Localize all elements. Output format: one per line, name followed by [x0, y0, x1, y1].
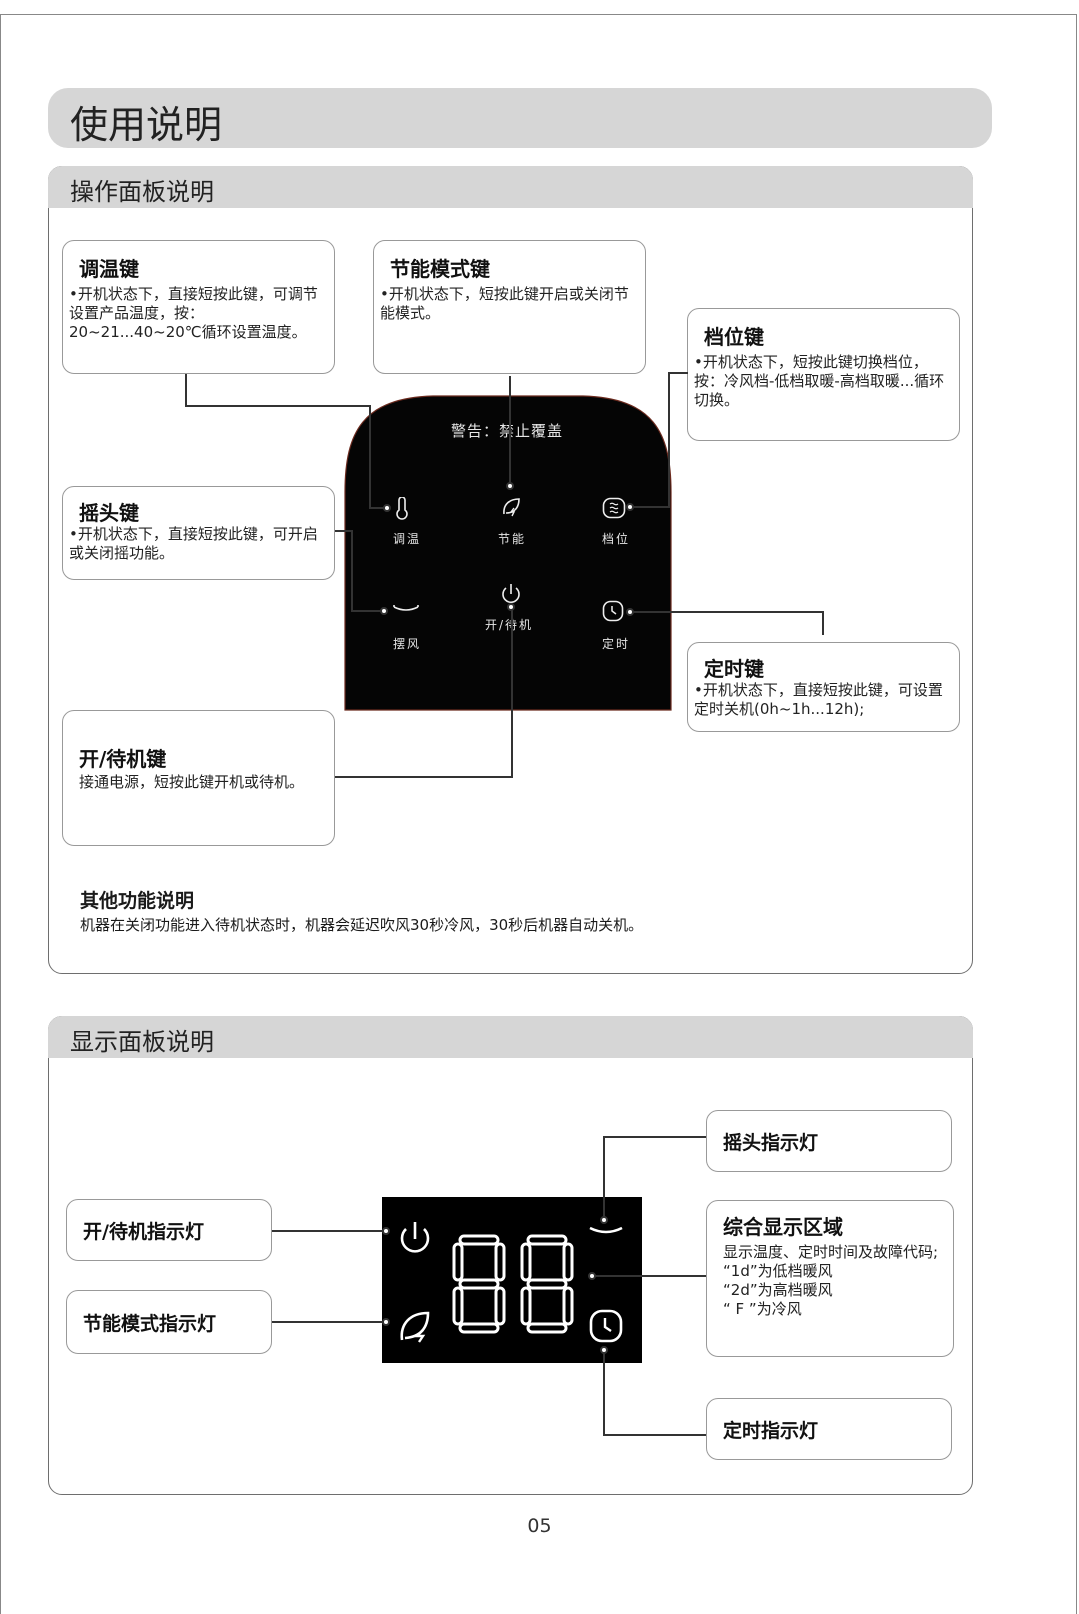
- timer-key-desc: •开机状态下，直接短按此键，可设置定时关机(0h~1h...12h);: [694, 681, 943, 718]
- seven-segment-digits: [452, 1234, 574, 1334]
- eco-button-label: 节能: [498, 532, 527, 546]
- power-icon[interactable]: [500, 582, 522, 606]
- power-key-callout: 开/待机键 接通电源，短按此键开机或待机。: [62, 710, 335, 846]
- connector-line: [632, 611, 824, 613]
- other-functions-text: 机器在关闭功能进入待机状态时，机器会延迟吹风30秒冷风，30秒后机器自动关机。: [80, 916, 644, 934]
- connector-line: [351, 610, 385, 612]
- connector-line: [668, 372, 670, 508]
- swing-indicator-icon: [589, 1226, 623, 1234]
- connector-dot: [382, 1318, 390, 1326]
- timer-key-callout: 定时键 •开机状态下，直接短按此键，可设置定时关机(0h~1h...12h);: [687, 642, 960, 732]
- connector-dot: [382, 1227, 390, 1235]
- eco-light-label: 节能模式指示灯: [83, 1312, 217, 1335]
- display-area-callout: 综合显示区域 显示温度、定时时间及故障代码; “1d”为低档暖风 “2d”为高档…: [706, 1200, 954, 1357]
- display-panel-section: 显示面板说明: [48, 1016, 973, 1495]
- connector-line: [822, 611, 824, 635]
- clock-icon[interactable]: [602, 600, 624, 622]
- connector-line: [335, 776, 513, 778]
- display-area-line: “1d”为低档暖风: [723, 1262, 833, 1280]
- operation-panel-header: 操作面板说明: [48, 166, 973, 208]
- connector-line: [603, 1434, 706, 1436]
- connector-line: [509, 376, 511, 486]
- operation-panel-section: 操作面板说明: [48, 166, 973, 974]
- connector-line: [668, 372, 688, 374]
- page-title-bar: 使用说明: [48, 88, 992, 148]
- connector-dot: [600, 1346, 608, 1354]
- gear-key-callout: 档位键 •开机状态下，短按此键切换档位，按：冷风档-低档取暖-高档取暖...循环…: [687, 308, 960, 441]
- connector-line: [511, 608, 513, 778]
- connector-dot: [506, 482, 514, 490]
- display-panel-title: 显示面板说明: [70, 1028, 214, 1056]
- temp-key-desc: •开机状态下，直接短按此键，可调节设置产品温度，按：20~21...40~20℃…: [69, 285, 318, 341]
- power-button-label: 开/待机: [485, 618, 534, 632]
- connector-line: [369, 405, 371, 509]
- leaf-bolt-icon[interactable]: [500, 496, 522, 518]
- swing-light-label: 摇头指示灯: [723, 1131, 819, 1154]
- eco-key-title: 节能模式键: [390, 257, 490, 281]
- connector-line: [351, 530, 353, 612]
- swing-icon[interactable]: [392, 603, 420, 617]
- eco-indicator-icon: [400, 1311, 430, 1343]
- thermometer-icon[interactable]: [394, 497, 410, 521]
- page-border: [0, 14, 1077, 1614]
- connector-dot: [507, 603, 515, 611]
- warning-text: 警告：禁止覆盖: [451, 422, 564, 440]
- connector-line: [369, 507, 385, 509]
- display-area-title: 综合显示区域: [723, 1215, 843, 1239]
- temp-key-title: 调温键: [79, 257, 139, 281]
- timer-indicator-icon: [589, 1309, 623, 1343]
- display-area-line: 显示温度、定时时间及故障代码;: [723, 1243, 939, 1261]
- timer-light-label: 定时指示灯: [723, 1419, 819, 1442]
- connector-line: [603, 1352, 605, 1436]
- timer-button-label: 定时: [602, 637, 631, 651]
- connector-line: [272, 1321, 384, 1323]
- swing-button-label: 摆风: [393, 637, 422, 651]
- connector-line: [603, 1136, 605, 1222]
- power-key-desc: 接通电源，短按此键开机或待机。: [79, 773, 305, 791]
- display-panel-header: 显示面板说明: [48, 1016, 973, 1058]
- page-number: 05: [527, 1515, 552, 1537]
- eco-key-desc: •开机状态下，短按此键开启或关闭节能模式。: [380, 285, 629, 322]
- connector-line: [632, 506, 670, 508]
- connector-line: [604, 1136, 706, 1138]
- connector-dot: [626, 608, 634, 616]
- connector-dot: [600, 1216, 608, 1224]
- power-indicator-icon: [400, 1222, 430, 1253]
- page-title: 使用说明: [70, 103, 223, 147]
- fan-speed-icon[interactable]: [602, 497, 626, 519]
- power-light-label: 开/待机指示灯: [83, 1220, 204, 1243]
- display-area-line: “2d”为高档暖风: [723, 1281, 833, 1299]
- swing-key-title: 摇头键: [79, 501, 139, 525]
- timer-light-callout: 定时指示灯: [706, 1398, 952, 1460]
- eco-light-callout: 节能模式指示灯: [66, 1290, 272, 1354]
- operation-panel-title: 操作面板说明: [70, 178, 214, 206]
- connector-line: [594, 1275, 706, 1277]
- connector-line: [185, 405, 370, 407]
- connector-dot: [380, 607, 388, 615]
- eco-key-callout: 节能模式键 •开机状态下，短按此键开启或关闭节能模式。: [373, 240, 646, 374]
- connector-dot: [383, 504, 391, 512]
- gear-button-label: 档位: [602, 532, 631, 546]
- connector-line: [185, 374, 187, 406]
- gear-key-desc: •开机状态下，短按此键切换档位，按：冷风档-低档取暖-高档取暖...循环切换。: [694, 353, 945, 409]
- connector-line: [335, 530, 353, 532]
- connector-dot: [588, 1272, 596, 1280]
- display-area-line: “ F ”为冷风: [723, 1300, 802, 1318]
- power-light-callout: 开/待机指示灯: [66, 1199, 272, 1261]
- other-functions-title: 其他功能说明: [80, 890, 195, 912]
- gear-key-title: 档位键: [704, 325, 764, 349]
- display-area-desc: 显示温度、定时时间及故障代码; “1d”为低档暖风 “2d”为高档暖风 “ F …: [723, 1243, 945, 1319]
- swing-key-callout: 摇头键 •开机状态下，直接短按此键，可开启或关闭摇功能。: [62, 486, 335, 580]
- timer-key-title: 定时键: [704, 657, 764, 681]
- temp-button-label: 调温: [393, 532, 422, 546]
- connector-dot: [626, 503, 634, 511]
- swing-light-callout: 摇头指示灯: [706, 1110, 952, 1172]
- display-screen: [382, 1197, 642, 1363]
- swing-key-desc: •开机状态下，直接短按此键，可开启或关闭摇功能。: [69, 525, 318, 562]
- power-key-title: 开/待机键: [79, 747, 167, 771]
- temp-key-callout: 调温键 •开机状态下，直接短按此键，可调节设置产品温度，按：20~21...40…: [62, 240, 335, 374]
- connector-line: [272, 1230, 384, 1232]
